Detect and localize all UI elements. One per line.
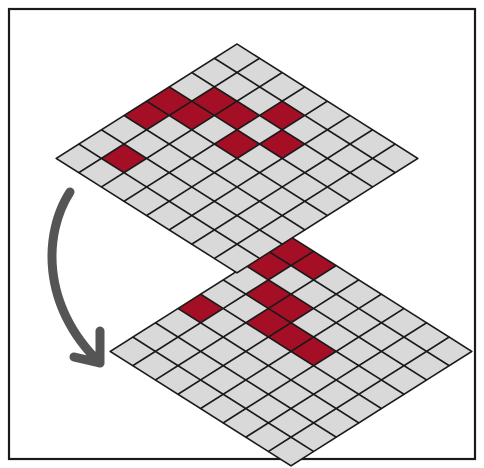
lower-layer-grid <box>110 237 472 466</box>
upper-layer-grid <box>56 44 418 273</box>
curved-down-arrow-icon <box>52 192 100 363</box>
